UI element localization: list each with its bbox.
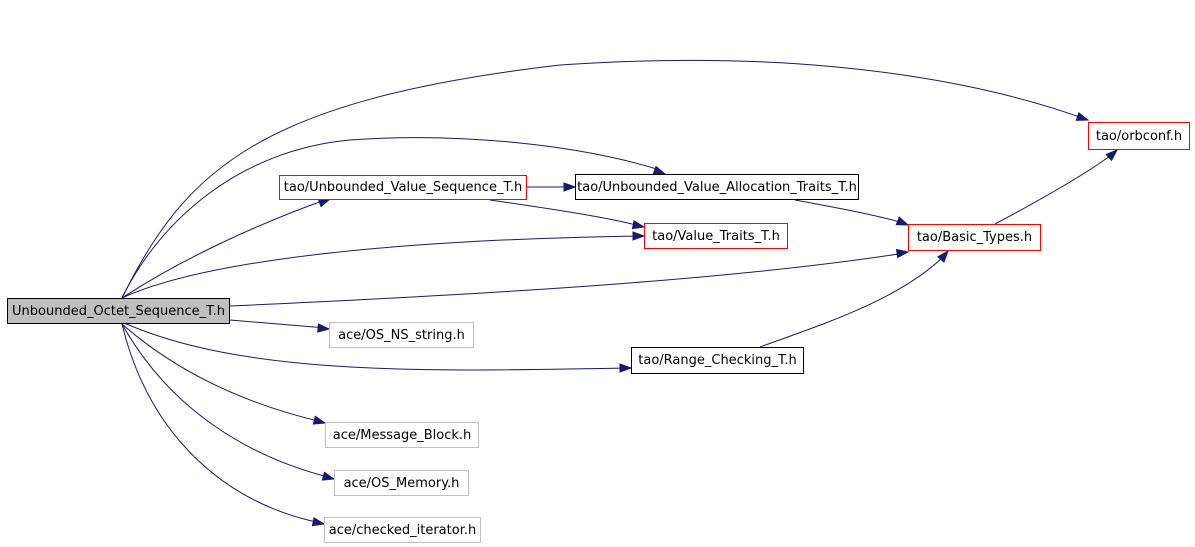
edge-root-to-os_memory [121,323,333,479]
node-tao-basic-types[interactable]: tao/Basic_Types.h [908,224,1041,251]
edge-basic_types-to-orbconf [994,151,1116,225]
arrowhead-root-to-value_traits [632,231,646,241]
arrowhead-root-to-os_ns_string [317,323,331,333]
node-ace-os-ns-string[interactable]: ace/OS_NS_string.h [329,322,474,348]
edge-root-to-message_block [121,323,323,423]
arrowhead-range_checking-to-basic_types [936,249,949,263]
arrowhead-root-to-message_block [312,415,327,425]
node-tao-value-traits[interactable]: tao/Value_Traits_T.h [644,223,788,249]
edge-root-to-checked_iterator [121,323,322,524]
edge-root-to-range_checking [121,321,628,371]
arrowhead-root-to-basic_types [895,248,910,259]
arrowhead-root-to-os_memory [321,471,336,481]
node-tao-unbounded-value-allocation-traits[interactable]: tao/Unbounded_Value_Allocation_Traits_T.… [575,174,859,200]
node-tao-unbounded-value-sequence[interactable]: tao/Unbounded_Value_Sequence_T.h [279,175,527,200]
node-unbounded-octet-sequence[interactable]: Unbounded_Octet_Sequence_T.h [7,298,230,324]
node-ace-checked-iterator[interactable]: ace/checked_iterator.h [324,517,481,543]
edge-unbounded_value_allocation_traits-to-basic_types [794,199,906,225]
node-tao-range-checking[interactable]: tao/Range_Checking_T.h [631,347,804,374]
edge-root-to-orbconf [121,59,1089,299]
edge-range_checking-to-basic_types [759,254,946,348]
arrowhead-unbounded_value_allocation_traits-to-basic_types [895,216,910,226]
edge-root-to-value_traits [121,235,641,299]
arrowhead-root-to-orbconf [1075,111,1090,121]
arrowhead-unbounded_value_sequence-to-unbounded_value_allocation_traits [563,182,577,192]
edge-root-to-os_ns_string [229,319,327,329]
node-ace-os-memory[interactable]: ace/OS_Memory.h [334,470,469,496]
node-ace-message-block[interactable]: ace/Message_Block.h [325,422,479,448]
arrowhead-root-to-range_checking [619,363,633,373]
edge-root-to-unbounded_value_allocation_traits [121,137,661,299]
edge-root-to-basic_types [229,252,906,307]
arrowhead-basic_types-to-orbconf [1105,149,1119,162]
arrowhead-root-to-checked_iterator [311,516,326,527]
edge-unbounded_value_sequence-to-value_traits [489,199,641,227]
node-tao-orbconf[interactable]: tao/orbconf.h [1088,122,1190,150]
edge-root-to-unbounded_value_sequence [121,199,326,299]
arrowhead-unbounded_value_sequence-to-value_traits [631,219,646,230]
arrowhead-root-to-unbounded_value_allocation_traits [652,165,667,175]
